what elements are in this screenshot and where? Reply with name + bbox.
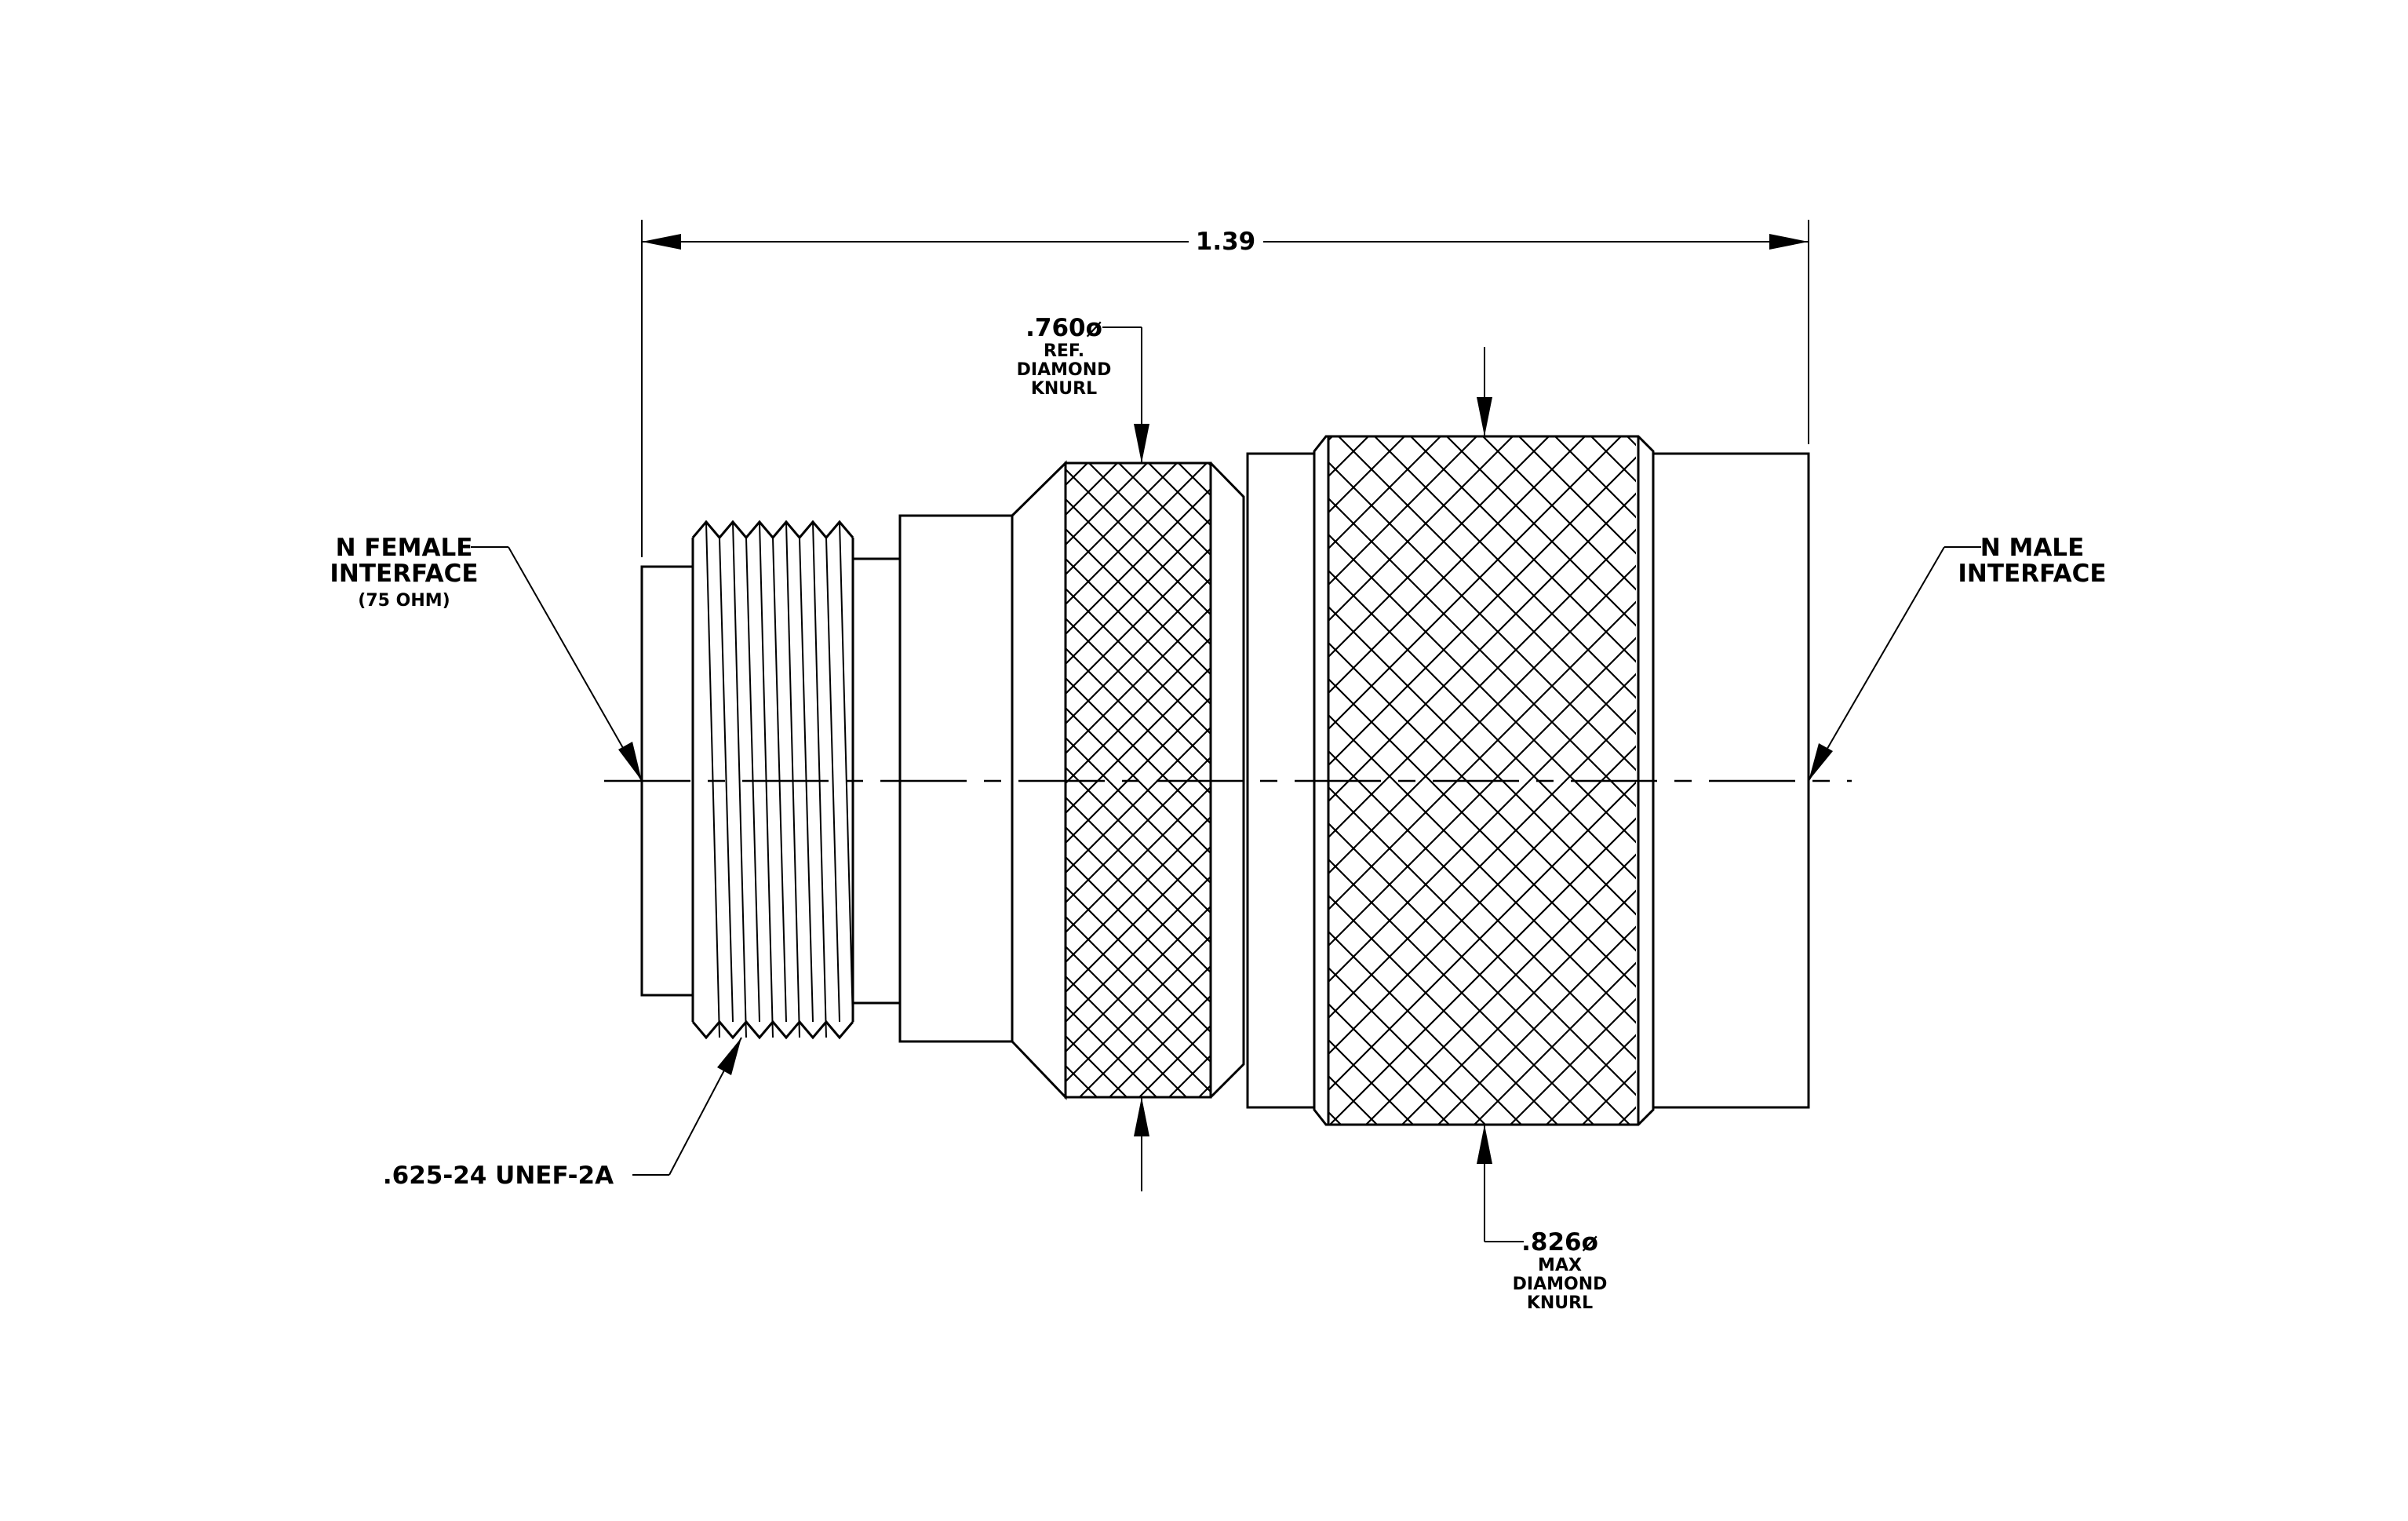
max-knurl-knurl: KNURL bbox=[1527, 1293, 1593, 1313]
thread-spec: .625-24 UNEF-2A bbox=[383, 1162, 614, 1190]
male-interface-callout: N MALE INTERFACE bbox=[1808, 534, 2107, 782]
thread-section bbox=[691, 520, 854, 1040]
max-knurl-diameter: .826ø bbox=[1521, 1228, 1598, 1257]
ref-knurl-callout: .760ø REF. DIAMOND KNURL bbox=[1017, 314, 1149, 1191]
ref-knurl-ref: REF. bbox=[1044, 341, 1084, 361]
thread-callout: .625-24 UNEF-2A bbox=[383, 1037, 742, 1190]
overall-dimension: 1.39 bbox=[641, 220, 1809, 557]
female-interface-line3: (75 OHM) bbox=[358, 591, 450, 611]
overall-length-label: 1.39 bbox=[1196, 228, 1256, 256]
thread-top-profile bbox=[691, 520, 854, 540]
max-knurl-max: MAX bbox=[1538, 1256, 1582, 1275]
female-interface-callout: N FEMALE INTERFACE (75 OHM) bbox=[330, 534, 643, 782]
taper-right bbox=[1209, 461, 1245, 1099]
body-section bbox=[898, 514, 1014, 1043]
male-interface-line2: INTERFACE bbox=[1958, 560, 2106, 588]
ref-knurl-diameter: .760ø bbox=[1025, 314, 1102, 342]
arrowhead-left bbox=[642, 234, 681, 250]
male-interface-line1: N MALE bbox=[1980, 534, 2085, 562]
arrowhead-right bbox=[1769, 234, 1809, 250]
female-interface-line2: INTERFACE bbox=[330, 560, 478, 588]
max-knurl-diamond: DIAMOND bbox=[1513, 1275, 1608, 1294]
female-interface-line1: N FEMALE bbox=[336, 534, 473, 562]
ref-knurl-knurl: KNURL bbox=[1031, 379, 1097, 399]
max-knurl-callout: .826ø MAX DIAMOND KNURL bbox=[1477, 347, 1607, 1313]
ref-knurl-diamond: DIAMOND bbox=[1017, 360, 1112, 380]
